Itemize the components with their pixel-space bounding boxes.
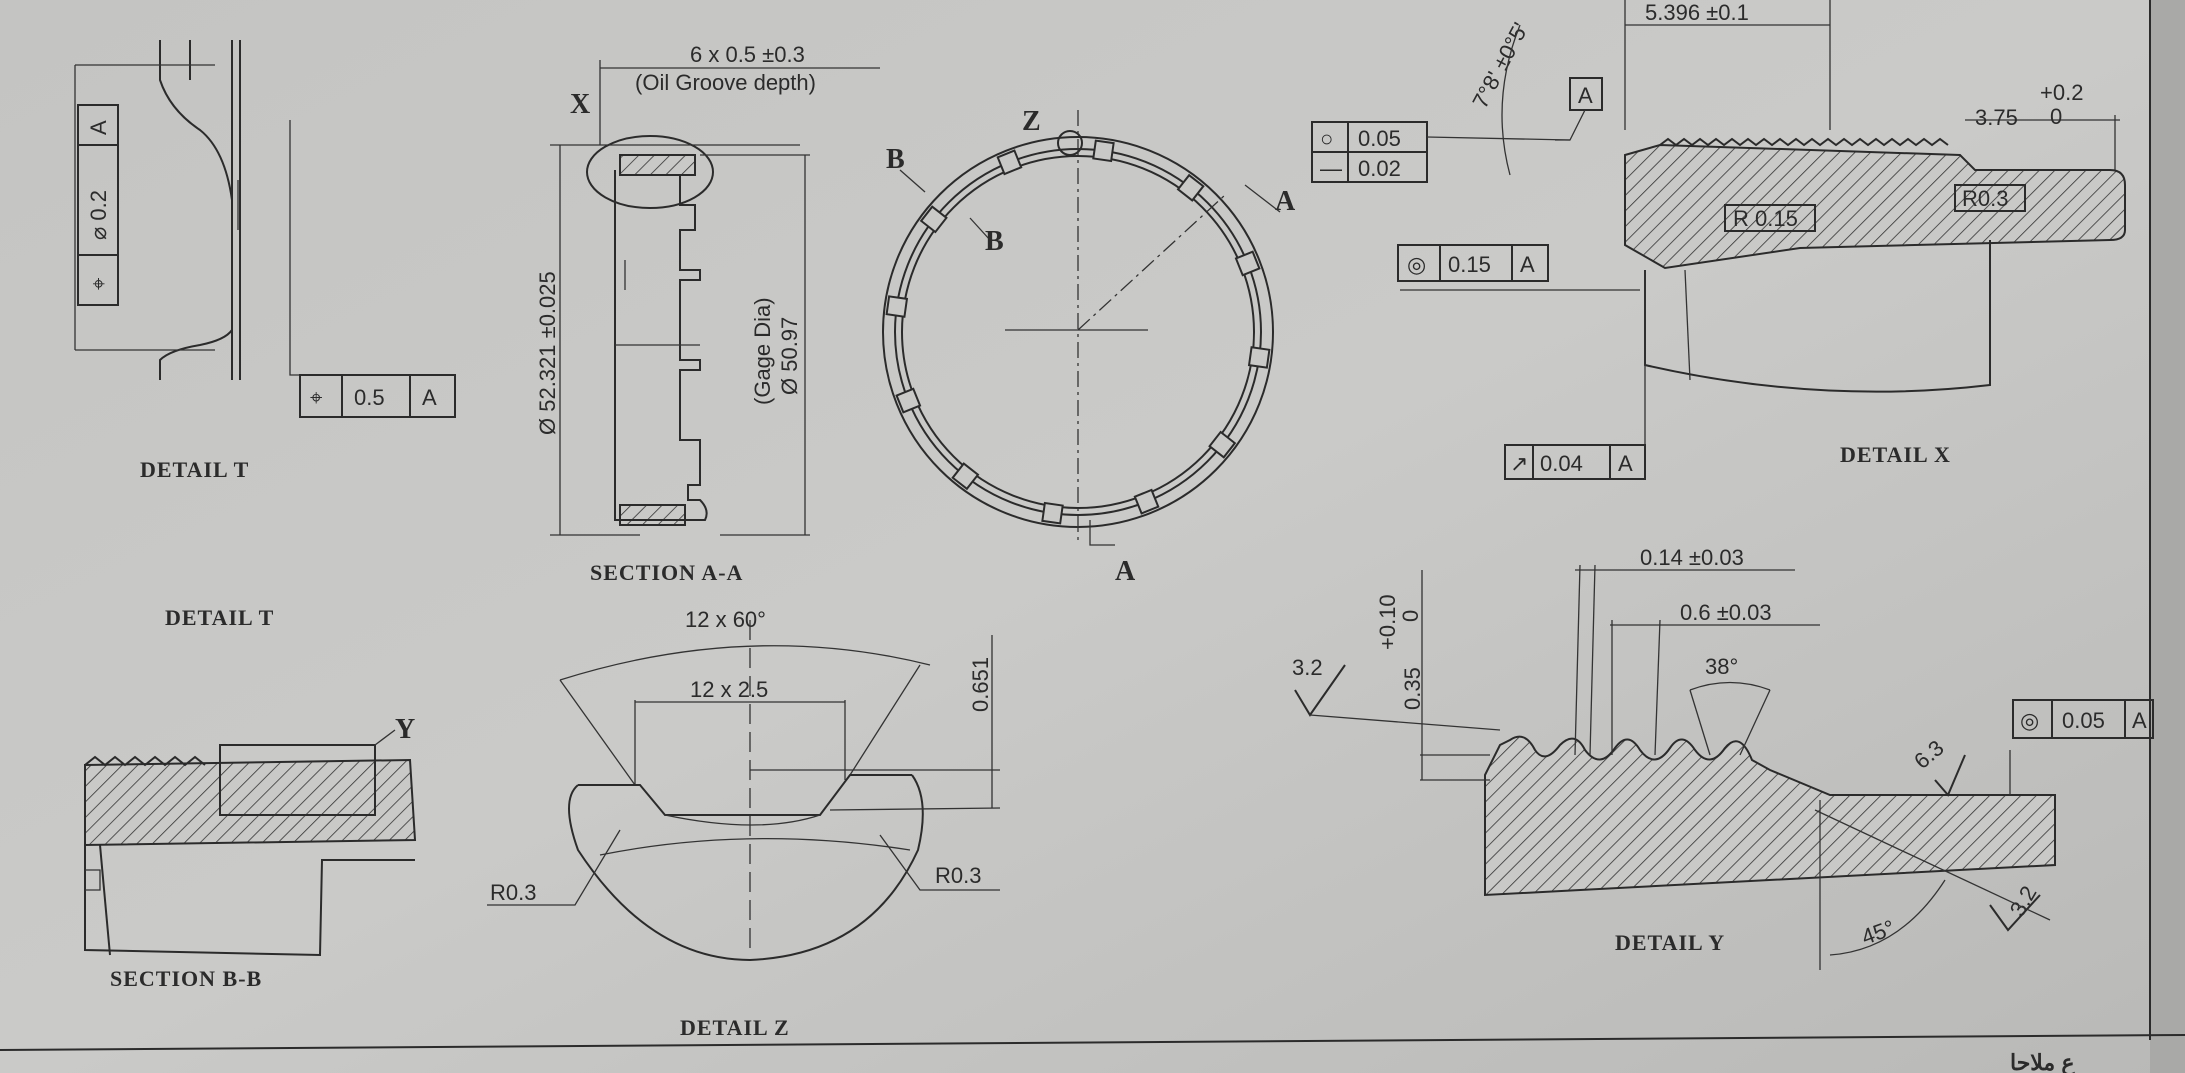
- fcf-runout-value: 0.04: [1540, 451, 1583, 476]
- thread-angle: 38°: [1705, 654, 1738, 679]
- ring-notch: [1041, 501, 1064, 525]
- detail-t-view: A ⌀ 0.2 ⌖ ⌖ 0.5 A DETAIL T DETAIL T: [74, 40, 456, 630]
- ring-notch: [1092, 139, 1115, 163]
- footer-arabic-text: ع ملاحا: [2010, 1050, 2075, 1073]
- ring-notch: [951, 462, 980, 491]
- groove-note: (Oil Groove depth): [635, 70, 816, 95]
- label-a-2: A: [1115, 556, 1136, 587]
- ring-notch: [1208, 430, 1237, 459]
- fcf-runout-datum: A: [1618, 451, 1633, 476]
- gage-diameter-value: Ø 50.97: [777, 317, 802, 395]
- fcf-bottom-tolerance: 0.5: [354, 385, 385, 410]
- detail-t-title: DETAIL T: [140, 457, 249, 482]
- radius-2: R0.3: [1962, 186, 2008, 211]
- detail-t-title-repeat: DETAIL T: [165, 605, 274, 630]
- fcf-vertical-tolerance: ⌀ 0.2: [86, 190, 111, 240]
- diameter-dimension: Ø 52.321 ±0.025: [535, 271, 560, 435]
- label-a-1: A: [1275, 186, 1296, 217]
- section-aa-view: X 6 x 0.5 ±0.3 (Oil Groove depth) Ø 52.3…: [535, 42, 880, 585]
- radius-right-z: R0.3: [935, 863, 981, 888]
- detail-z-view: 12 x 60° 12 x 2.5 0.651 R0.3 R0.3 DETAIL…: [487, 607, 1001, 1040]
- fcf-vertical-position-icon: ⌖: [86, 278, 111, 290]
- dim-0-14: 0.14 ±0.03: [1640, 545, 1744, 570]
- tolerance-upper: +0.2: [2040, 80, 2083, 105]
- section-aa-title: SECTION A-A: [590, 560, 743, 585]
- fcf-y-conc-icon: ◎: [2020, 708, 2039, 733]
- ring-front-view: Z B B A A: [882, 106, 1296, 587]
- ring-notch: [919, 205, 948, 234]
- tolerance-lower: 0: [2050, 104, 2062, 129]
- detail-x-fcf-runout: ↗ 0.04 A: [1504, 444, 1646, 480]
- ring-notch: [1176, 173, 1205, 202]
- fcf-vertical-datum: A: [86, 120, 111, 135]
- fcf-y-conc-value: 0.05: [2062, 708, 2105, 733]
- ring-notch: [885, 295, 909, 318]
- detail-x-fcf-concentricity: ◎ 0.15 A: [1397, 244, 1549, 282]
- fcf-bottom-position-icon: ⌖: [310, 385, 322, 410]
- fcf-bottom-datum: A: [422, 385, 437, 410]
- ring-notch: [1247, 346, 1271, 369]
- detail-y-title: DETAIL Y: [1615, 930, 1725, 955]
- fcf-circularity-icon: ○: [1320, 126, 1333, 151]
- detail-x-title: DETAIL X: [1840, 442, 1951, 467]
- ring-notch: [996, 149, 1023, 176]
- detail-t-fcf-bottom: ⌖ 0.5 A: [299, 374, 456, 418]
- datum-a: A: [1578, 83, 1593, 108]
- radius-left-z: R0.3: [490, 880, 536, 905]
- fcf-flatness-icon: —: [1320, 156, 1342, 181]
- detail-t-fcf-vertical: A ⌀ 0.2 ⌖: [77, 104, 119, 306]
- detail-y-fcf-concentricity: ◎ 0.05 A: [2012, 699, 2154, 739]
- section-bb-view: Y SECTION B-B: [84, 714, 417, 991]
- ring-notch: [1133, 488, 1160, 515]
- section-bb-title: SECTION B-B: [110, 966, 262, 991]
- length2-dimension: 3.75: [1975, 105, 2018, 130]
- label-b-2: B: [985, 226, 1004, 257]
- fcf-runout-icon: ↗: [1510, 451, 1528, 476]
- label-z: Z: [1022, 106, 1041, 137]
- roughness-1: 3.2: [1292, 655, 1323, 680]
- fcf-conc-value: 0.15: [1448, 252, 1491, 277]
- height-tol-upper: +0.10: [1375, 594, 1400, 650]
- ring-notch: [1234, 250, 1261, 277]
- ring-notches: [885, 139, 1271, 525]
- height-dimension-z: 0.651: [968, 657, 993, 712]
- height-dimension-y: 0.35: [1400, 667, 1425, 710]
- page-border-right: [2150, 0, 2185, 1073]
- width-dimension-z: 12 x 2.5: [690, 677, 768, 702]
- height-tol-lower: 0: [1398, 610, 1423, 622]
- angle-dimension-z: 12 x 60°: [685, 607, 766, 632]
- fcf-circularity-value: 0.05: [1358, 126, 1401, 151]
- fcf-conc-icon: ◎: [1407, 252, 1426, 277]
- length-dimension: 5.396 ±0.1: [1645, 0, 1749, 25]
- label-b-1: B: [886, 144, 905, 175]
- label-x: X: [570, 89, 590, 120]
- detail-z-title: DETAIL Z: [680, 1015, 790, 1040]
- detail-y-view: 0.14 ±0.03 0.6 ±0.03 38° 0.35 +0.10 0 3.…: [1292, 545, 2154, 970]
- fcf-flatness-value: 0.02: [1358, 156, 1401, 181]
- ring-notch: [895, 387, 922, 414]
- label-y: Y: [395, 714, 415, 745]
- radius-1: R 0.15: [1733, 206, 1798, 231]
- fcf-conc-datum: A: [1520, 252, 1535, 277]
- gage-diameter-note: (Gage Dia): [750, 297, 775, 405]
- dim-0-6: 0.6 ±0.03: [1680, 600, 1772, 625]
- fcf-y-conc-datum: A: [2132, 708, 2147, 733]
- groove-dimension: 6 x 0.5 ±0.3: [690, 42, 805, 67]
